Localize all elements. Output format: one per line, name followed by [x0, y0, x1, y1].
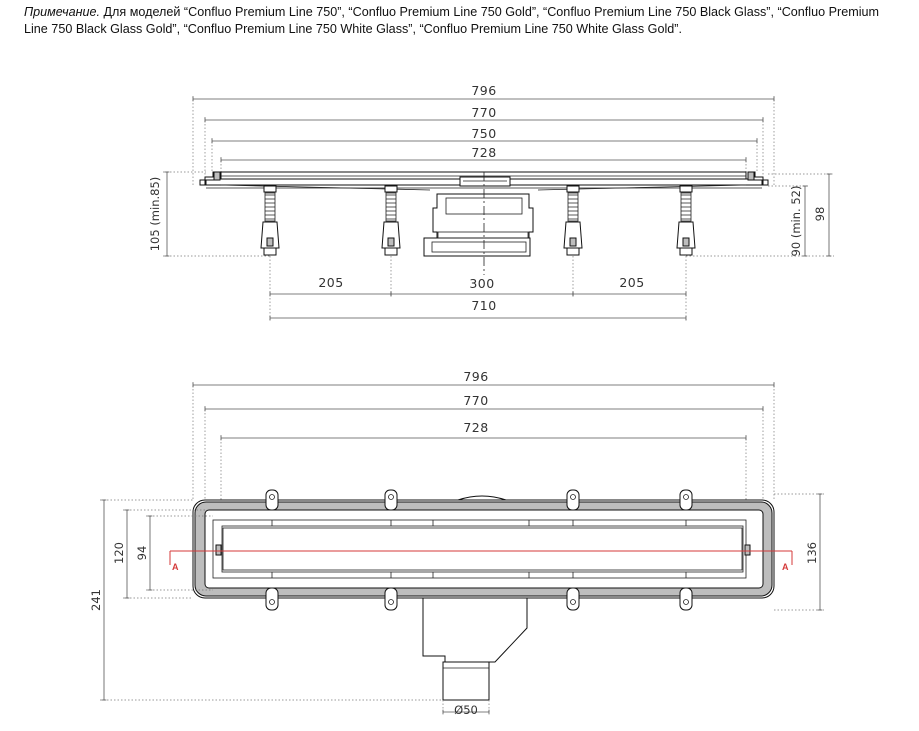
dim-label-710: 710	[471, 298, 496, 313]
dim-label-outlet: Ø50	[454, 703, 478, 717]
dim-label-770-side: 770	[471, 105, 496, 120]
mounting-brackets	[265, 489, 693, 611]
section-label-right: A	[782, 562, 789, 572]
dim-label-770-top: 770	[463, 393, 488, 408]
support-legs	[260, 185, 696, 256]
dim-label-94: 94	[135, 546, 149, 561]
dim-label-205-left: 205	[318, 275, 343, 290]
note-paragraph: Примечание. Для моделей “Confluo Premium…	[24, 4, 904, 38]
top-view: 796 770 728	[89, 369, 824, 717]
note-label: Примечание.	[24, 5, 101, 19]
dim-label-205-right: 205	[619, 275, 644, 290]
dim-label-241: 241	[89, 589, 103, 611]
drain-outlet-top	[422, 495, 528, 701]
dim-label-136: 136	[805, 542, 819, 564]
dim-label-728-side: 728	[471, 145, 496, 160]
note-text: Для моделей “Confluo Premium Line 750”, …	[24, 5, 879, 36]
dim-label-height-right-outer: 98	[813, 207, 827, 222]
dim-label-height-left: 105 (min.85)	[148, 177, 162, 252]
dim-label-300: 300	[469, 276, 494, 291]
dim-label-728-top: 728	[463, 420, 488, 435]
dim-label-120: 120	[112, 542, 126, 564]
dim-label-796-top: 796	[463, 369, 488, 384]
side-view: 796 770 750 728	[148, 83, 834, 322]
dim-label-height-right-inner: 90 (min. 52)	[789, 186, 803, 257]
dim-label-750-side: 750	[471, 126, 496, 141]
drain-siphon-side	[423, 172, 534, 275]
dim-label-796-side: 796	[471, 83, 496, 98]
section-label-left: A	[172, 562, 179, 572]
